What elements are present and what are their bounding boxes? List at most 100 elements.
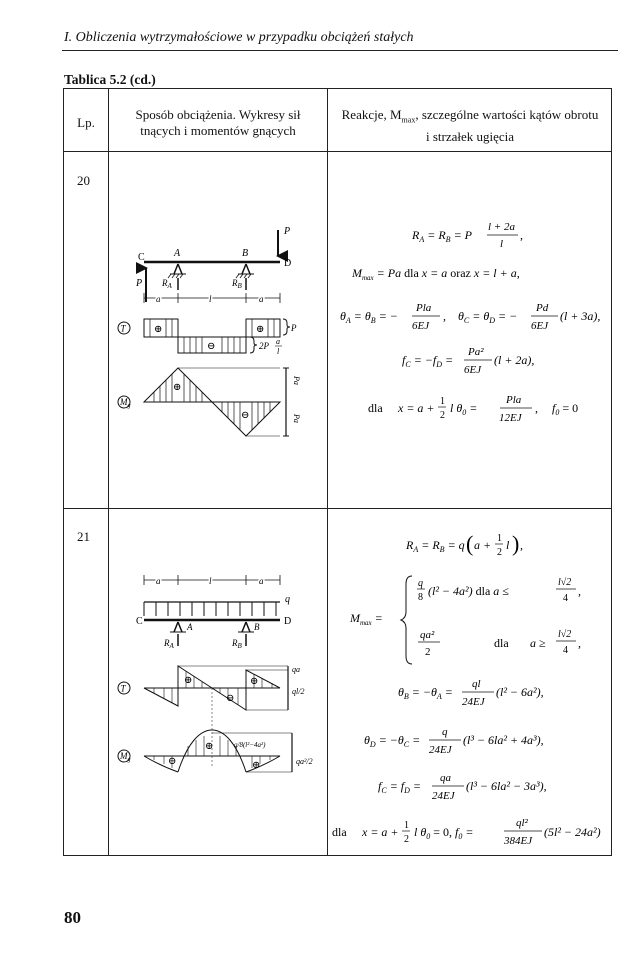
svg-text:24EJ: 24EJ (462, 696, 486, 708)
shear-diagram (143, 665, 289, 766)
moment-diagram (143, 729, 293, 773)
moment-val-bottom: Pa (292, 413, 301, 423)
header-divider (64, 151, 611, 153)
dim-l: l (209, 294, 212, 304)
svg-text:24EJ: 24EJ (429, 744, 453, 756)
header-results-line1: Reakcje, Mmax, szczególne wartości kątów… (341, 107, 599, 125)
svg-text:RA = RB = q: RA = RB = q (405, 538, 465, 554)
point-c: C (136, 616, 143, 627)
svg-text:l + 2a: l + 2a (488, 221, 515, 233)
formula-r1: RA = RB = P l + 2a l , (411, 221, 523, 250)
svg-text:Pla: Pla (415, 302, 432, 314)
header-load-line1: Sposób obciążenia. Wykresy sił (135, 107, 301, 122)
svg-text:,: , (520, 228, 523, 242)
row-20-formulas: RA = RB = P l + 2a l , Mmax = Pa dla x =… (340, 221, 600, 424)
dim-l: l (209, 576, 212, 586)
svg-text:4: 4 (563, 645, 568, 656)
svg-text:f0 = 0: f0 = 0 (552, 401, 578, 417)
support-b (238, 621, 254, 633)
svg-text:(: ( (466, 531, 473, 556)
svg-text:4: 4 (563, 593, 568, 604)
row-20-diagram: C A B D P P RA RB a l a T ⊕ ⊕ ⊖ P 2P a l (117, 226, 301, 437)
sign-3: ⊖ (207, 341, 215, 352)
formula-r2: Mmax = q 8 (l² − 4a²) dla a ≤ l√2 4 , qa… (349, 575, 581, 665)
running-header: I. Obliczenia wytrzymałościowe w przypad… (64, 30, 414, 45)
svg-text:x = a +: x = a + (361, 825, 399, 839)
svg-text:θD = −θC =: θD = −θC = (364, 733, 420, 749)
shear-val-1: qa (292, 665, 300, 674)
header-results-line2: i strzałek ugięcia (425, 128, 515, 144)
svg-text:,: , (535, 401, 538, 415)
col-divider-2 (327, 89, 329, 855)
dim-a-right: a (259, 294, 264, 304)
header-lp: Lp. (77, 115, 95, 130)
point-d: D (284, 258, 291, 269)
load-label: q (285, 594, 290, 605)
svg-text:a +: a + (474, 538, 491, 552)
svg-text:,: , (443, 309, 446, 323)
sign-1: ⊕ (184, 675, 192, 686)
dimension-line (143, 575, 281, 585)
row-21-lp: 21 (77, 529, 90, 544)
formula-r3: θA = θB = − Pla 6EJ , θC = θD = − Pd 6EJ… (340, 302, 600, 332)
point-a: A (173, 248, 181, 259)
table: Lp. Sposób obciążenia. Wykresy sił tnący… (63, 88, 612, 856)
moment-label-circle (117, 395, 131, 409)
moment-val-2: qa²/2 (296, 757, 313, 766)
svg-text:(5l² − 24a²): (5l² − 24a²) (544, 825, 601, 839)
svg-text:Mmax =: Mmax = (349, 611, 383, 627)
svg-text:qa²: qa² (420, 629, 435, 641)
svg-text:θA = θB = −: θA = θB = − (340, 309, 398, 325)
support-b (235, 263, 254, 279)
svg-text:): ) (512, 531, 519, 556)
reaction-label-b: RB (231, 278, 243, 290)
formula-r5: dla x = a + 1 2 l θ0 = Pla 12EJ , f0 = 0 (368, 394, 578, 424)
dimension-line (143, 293, 281, 303)
load-label-right: P (283, 226, 290, 237)
svg-text:2: 2 (425, 646, 431, 658)
svg-text:,: , (578, 636, 581, 650)
svg-text:q: q (442, 726, 448, 738)
svg-text:Pa²: Pa² (467, 346, 484, 358)
shear-mid-den: l (277, 347, 280, 356)
point-d: D (284, 616, 291, 627)
svg-text:(l² − 4a²) dla a ≤: (l² − 4a²) dla a ≤ (428, 584, 509, 598)
dim-a-left: a (156, 294, 161, 304)
svg-text:l√2: l√2 (558, 577, 571, 588)
svg-text:,: , (520, 538, 523, 552)
sign-2: ⊕ (256, 324, 264, 335)
reaction-label-a: RA (161, 278, 173, 290)
sign-1: ⊕ (154, 324, 162, 335)
shear-val-2: ql/2 (292, 687, 304, 696)
reaction-label-b: RB (231, 638, 243, 650)
sign-3: ⊕ (250, 676, 258, 687)
svg-text:24EJ: 24EJ (432, 790, 456, 802)
point-c: C (138, 252, 145, 263)
svg-text:θB = −θA =: θB = −θA = (398, 685, 453, 701)
shear-mid-label: 2P (259, 341, 270, 351)
header-rule (62, 50, 618, 51)
shear-label-circle (117, 681, 131, 695)
point-a: A (186, 622, 193, 632)
moment-label-circle (117, 749, 131, 763)
svg-text:fC = fD =: fC = fD = (378, 779, 421, 795)
sign-5: ⊕ (205, 741, 213, 752)
point-b: B (254, 622, 260, 632)
svg-text:θC = θD = −: θC = θD = − (458, 309, 517, 325)
formula-r4: θD = −θC = q 24EJ (l³ − 6la² + 4a³), (364, 726, 544, 756)
support-a (167, 263, 186, 279)
svg-text:(l² − 6a²),: (l² − 6a²), (496, 685, 544, 699)
svg-text:Pd: Pd (535, 302, 549, 314)
svg-text:(l³ − 6la² + 4a³),: (l³ − 6la² + 4a³), (463, 733, 544, 747)
svg-text:Pla: Pla (505, 394, 522, 406)
svg-text:ql²: ql² (516, 817, 529, 829)
svg-text:8: 8 (418, 592, 423, 603)
svg-text:,: , (578, 584, 581, 598)
row-21-formulas: RA = RB = q ( a + 1 2 l ) , Mmax = q 8 (… (332, 531, 601, 847)
svg-text:dla: dla (368, 401, 383, 415)
svg-text:l θ0 =: l θ0 = (450, 401, 477, 417)
svg-text:l√2: l√2 (558, 629, 571, 640)
svg-text:1: 1 (404, 820, 409, 831)
moment-val-1: q/8(l²−4a²) (234, 741, 266, 749)
support-a (170, 621, 186, 633)
